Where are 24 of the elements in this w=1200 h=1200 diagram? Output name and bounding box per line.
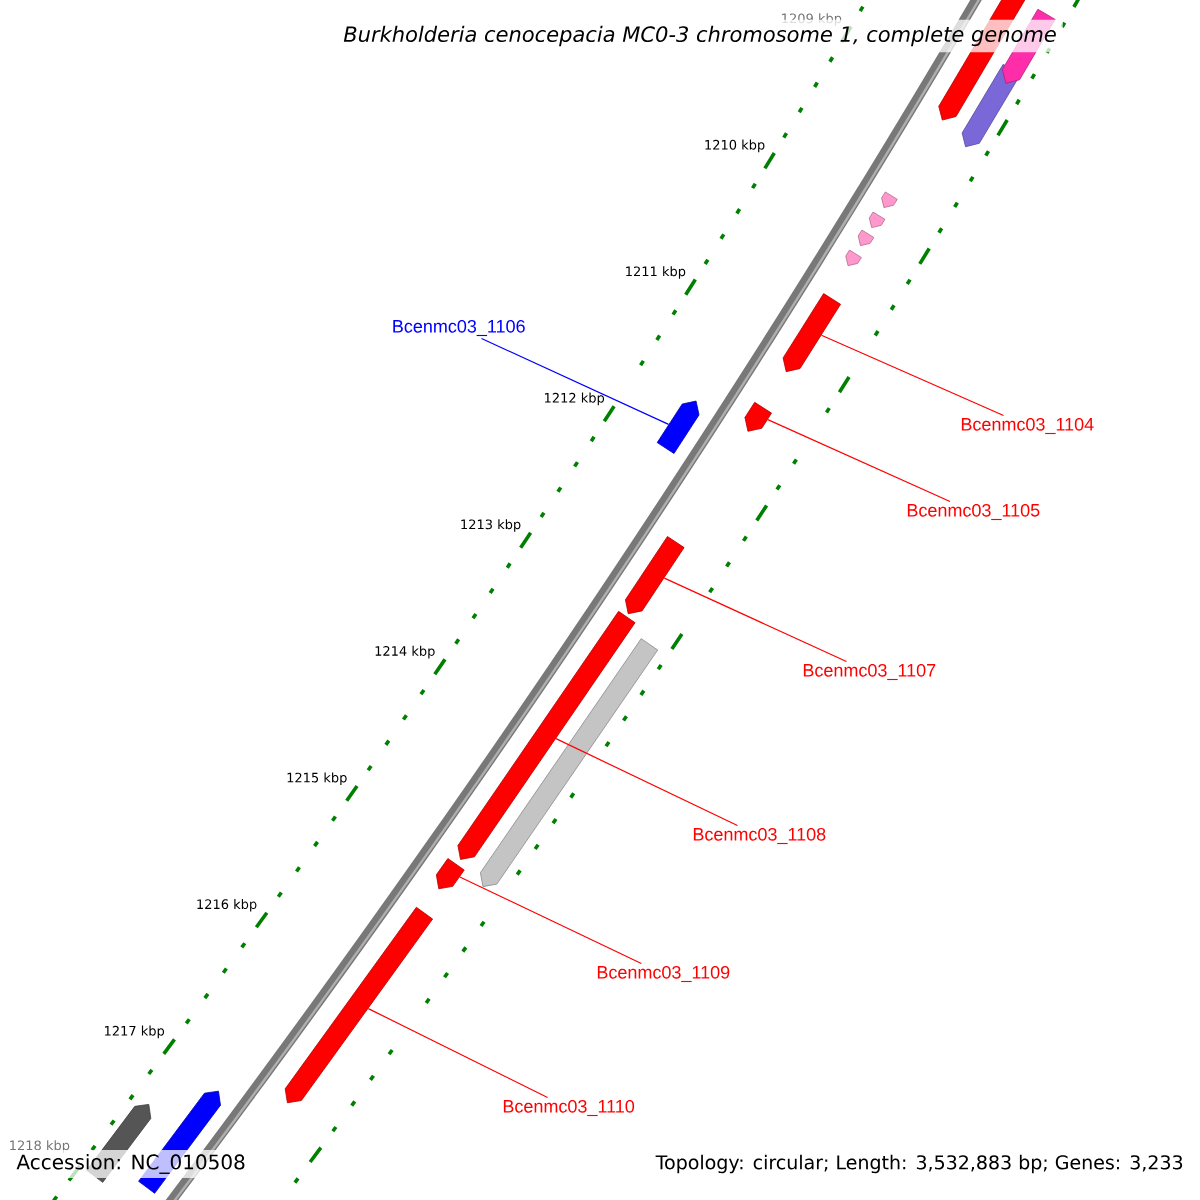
topology-text: Topology: circular; Length: 3,532,883 bp; Genes: 3,233 bbox=[651, 1150, 1188, 1178]
leader-line bbox=[820, 334, 1005, 417]
accession-text: Accession: NC_010508 bbox=[12, 1150, 250, 1178]
leader-line bbox=[663, 577, 848, 663]
gene-label: Bcenmc03_1107 bbox=[803, 663, 936, 681]
gene-block bbox=[744, 401, 772, 432]
gene-block bbox=[782, 293, 841, 373]
gene-block bbox=[625, 536, 685, 615]
gene-block bbox=[457, 610, 636, 860]
leader-line bbox=[480, 337, 670, 425]
gene-block bbox=[284, 906, 433, 1104]
gene-label: Bcenmc03_1106 bbox=[393, 319, 525, 337]
gene-label: Bcenmc03_1109 bbox=[597, 965, 730, 983]
leader-line bbox=[767, 419, 951, 503]
gene-label: Bcenmc03_1110 bbox=[503, 1099, 635, 1117]
gene-label: Bcenmc03_1105 bbox=[907, 503, 1040, 521]
leader-line bbox=[367, 1008, 549, 1099]
leader-line bbox=[555, 738, 738, 827]
gene-label: Bcenmc03_1108 bbox=[693, 827, 826, 845]
gene-block bbox=[656, 400, 700, 454]
gene-block bbox=[435, 858, 465, 890]
gene-label: Bcenmc03_1104 bbox=[961, 417, 1094, 435]
gene-block bbox=[480, 638, 659, 888]
leader-line bbox=[459, 876, 642, 965]
